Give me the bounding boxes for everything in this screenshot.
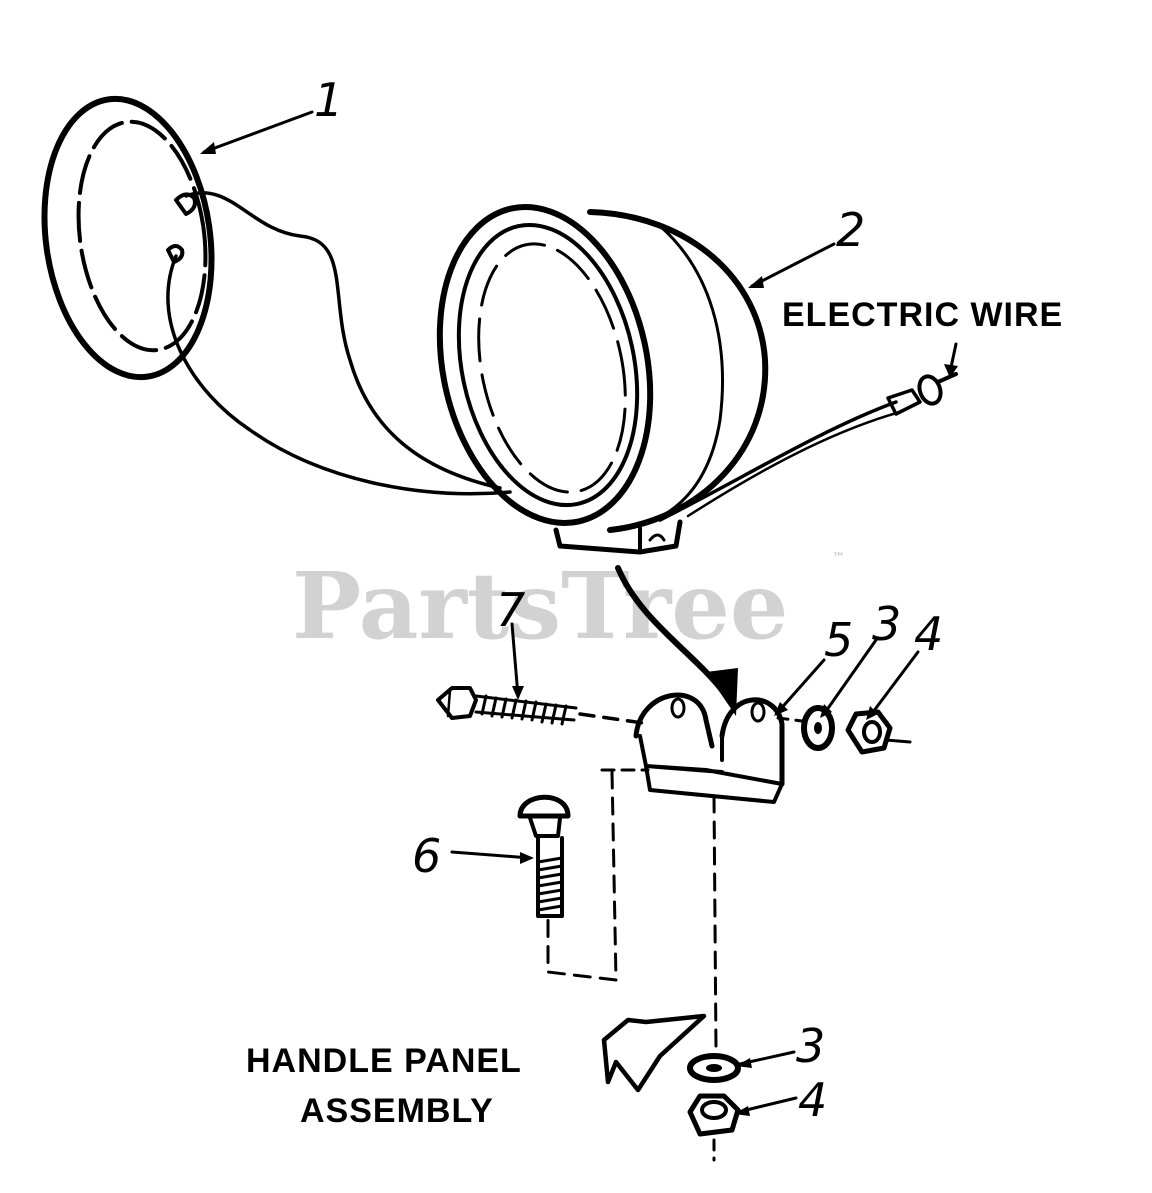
watermark-text: PartsTree xyxy=(292,552,788,660)
part-2-headlight-housing xyxy=(436,204,769,555)
callout-4-bottom: 4 xyxy=(798,1073,827,1127)
electric-wire xyxy=(658,372,958,522)
label-handle-panel: HANDLE PANEL xyxy=(246,1042,522,1080)
callout-numbers: 1 2 7 5 3 4 6 3 4 xyxy=(314,73,943,1127)
part-3-washer-bottom xyxy=(687,1053,741,1083)
callout-1: 1 xyxy=(314,73,343,127)
assembly-arrowhead xyxy=(706,668,738,716)
watermark-trademark: ™ xyxy=(832,551,845,566)
callout-6: 6 xyxy=(412,829,441,883)
part-7-hex-bolt xyxy=(436,686,652,726)
part-4-nut-top xyxy=(845,709,893,755)
assembly-dashed-lines xyxy=(546,716,912,1162)
callout-5: 5 xyxy=(824,613,853,667)
part-3-washer-top xyxy=(801,705,835,751)
leader-lines xyxy=(200,110,958,1116)
handle-panel-pointer-arrow xyxy=(601,1013,707,1093)
watermark: PartsTree ™ xyxy=(292,551,845,660)
part-5-bracket xyxy=(600,692,785,804)
part-6-carriage-bolt xyxy=(517,794,571,918)
lens-wire xyxy=(166,191,512,496)
part-1-headlight-lens xyxy=(41,95,215,381)
callout-4-top: 4 xyxy=(914,607,943,661)
part-4-nut-bottom xyxy=(687,1093,741,1137)
label-assembly: ASSEMBLY xyxy=(300,1092,494,1130)
text-labels: ELECTRIC WIRE HANDLE PANEL ASSEMBLY xyxy=(246,296,1063,1130)
callout-3-bottom: 3 xyxy=(796,1019,825,1073)
callout-3-top: 3 xyxy=(872,597,901,651)
callout-2: 2 xyxy=(836,203,865,257)
callout-7: 7 xyxy=(496,583,525,637)
label-electric-wire: ELECTRIC WIRE xyxy=(782,296,1063,334)
